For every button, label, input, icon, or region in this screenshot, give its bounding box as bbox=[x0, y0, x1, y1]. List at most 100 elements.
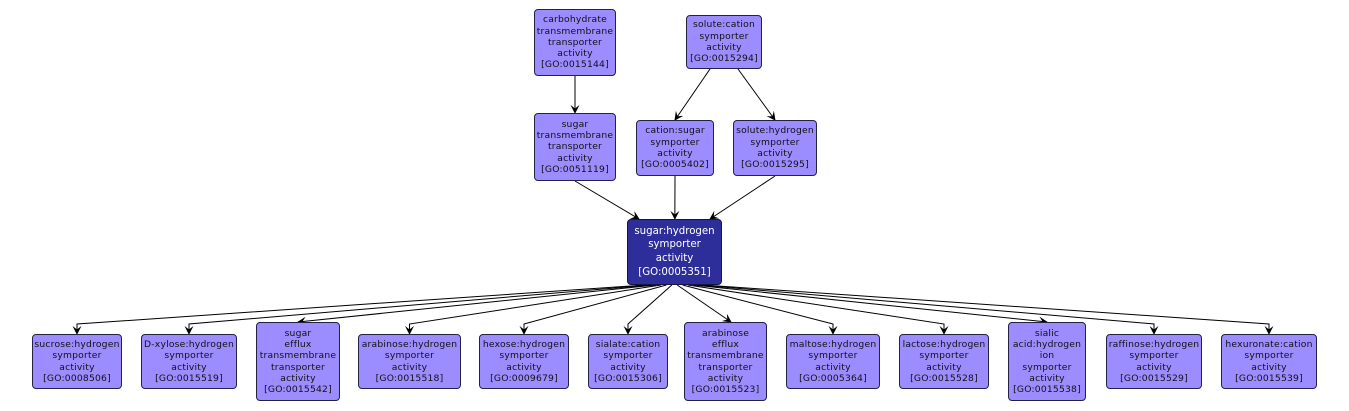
edge-arrow bbox=[519, 284, 667, 335]
go-term-id: [GO:0015306] bbox=[594, 372, 662, 384]
go-term-label-line: activity bbox=[557, 152, 593, 164]
go-term-label-line: transmembrane bbox=[259, 350, 337, 362]
edge-arrow bbox=[674, 68, 711, 121]
go-term-id: [GO:0051119] bbox=[541, 163, 609, 175]
go-term-label-line: activity bbox=[59, 361, 95, 373]
go-term-label-line: transporter bbox=[547, 141, 603, 153]
go-term-label-line: D-xylose:hydrogen bbox=[144, 338, 234, 350]
go-term-label-line: sugar:hydrogen bbox=[634, 225, 715, 237]
go-term-label-line: activity bbox=[506, 361, 542, 373]
edge-arrow bbox=[709, 175, 776, 220]
go-term-label-line: transporter bbox=[270, 361, 326, 373]
go-term-label-line: activity bbox=[657, 148, 693, 159]
go-term-id: [GO:0015295] bbox=[741, 159, 809, 171]
go-term-label-line: hexose:hydrogen bbox=[482, 338, 566, 350]
go-term-label-line: symporter bbox=[919, 350, 969, 362]
edge-arrow bbox=[184, 284, 651, 335]
go-term-label-line: symporter bbox=[603, 350, 653, 362]
go-term-label-line: efflux bbox=[711, 338, 740, 350]
go-term-label-line: activity bbox=[706, 42, 742, 53]
go-term-label-line: symporter bbox=[650, 136, 700, 148]
go-term-label-line: activity bbox=[280, 372, 316, 384]
go-term-id: [GO:0009679] bbox=[490, 372, 558, 384]
go-term-label-line: transporter bbox=[547, 36, 603, 48]
go-term-label-line: hexuronate:cation bbox=[1225, 338, 1313, 350]
edge-arrow bbox=[687, 284, 949, 335]
go-term-id: [GO:0015528] bbox=[910, 372, 978, 384]
go-term-label-line: cation:sugar bbox=[645, 125, 705, 137]
edge-arrow bbox=[72, 284, 646, 335]
go-term-label-line: symporter bbox=[1129, 350, 1179, 362]
go-term-id: [GO:0005402] bbox=[641, 159, 709, 171]
go-term-label-line: transmembrane bbox=[687, 350, 764, 362]
go-term-label-line: sialate:cation bbox=[595, 338, 661, 350]
go-term-label-line: symporter bbox=[699, 30, 749, 42]
edge-arrow bbox=[703, 284, 1274, 335]
edge-arrow bbox=[737, 68, 776, 121]
go-term-id: [GO:0015519] bbox=[155, 372, 223, 384]
edge-arrow bbox=[676, 284, 732, 323]
edge-arrow bbox=[698, 284, 1159, 335]
go-term-label-line: sucrose:hydrogen bbox=[34, 338, 120, 350]
go-term-label-line: activity bbox=[655, 253, 694, 264]
go-term-label-line: efflux bbox=[284, 338, 312, 350]
edge-arrow bbox=[574, 180, 640, 220]
go-term-label-line: symporter bbox=[648, 239, 701, 251]
go-term-label-line: maltose:hydrogen bbox=[789, 338, 877, 350]
go-term-label-line: symporter bbox=[1022, 361, 1072, 373]
go-term-label-line: activity bbox=[610, 361, 646, 373]
go-term-label-line: transporter bbox=[698, 361, 753, 373]
go-term-label-line: symporter bbox=[808, 350, 858, 362]
go-term-label-line: sugar bbox=[284, 327, 312, 339]
go-term-label-line: arabinose bbox=[701, 327, 750, 339]
go-term-node-focus[interactable]: sugar:hydrogen symporter activity [GO:00053… bbox=[627, 219, 722, 285]
go-term-id: [GO:0008506] bbox=[43, 372, 111, 384]
go-term-label-line: activity bbox=[815, 361, 851, 373]
go-term-label-line: activity bbox=[557, 48, 593, 60]
go-term-label-line: activity bbox=[926, 361, 962, 373]
go-term-label-line: symporter bbox=[164, 350, 214, 362]
go-term-label-line: arabinose:hydrogen bbox=[361, 338, 458, 350]
go-term-label-line: activity bbox=[1029, 372, 1065, 384]
go-term-label-line: transmembrane bbox=[536, 25, 614, 37]
go-term-label-line: solute:cation bbox=[692, 19, 755, 31]
go-term-id: [GO:0015523] bbox=[691, 384, 760, 396]
go-term-id: [GO:0015542] bbox=[264, 384, 332, 396]
go-term-id: [GO:0015294] bbox=[690, 53, 758, 65]
edge-arrow bbox=[693, 284, 1048, 326]
go-term-id: [GO:0015518] bbox=[375, 372, 444, 384]
go-term-label-line: sialic bbox=[1034, 327, 1060, 339]
go-term-label-line: symporter bbox=[384, 350, 435, 362]
go-term-label-line: carbohydrate bbox=[542, 14, 608, 26]
go-term-label-line: lactose:hydrogen bbox=[902, 338, 986, 350]
go-term-id: [GO:0005351] bbox=[638, 266, 711, 278]
go-term-label-line: activity bbox=[757, 148, 793, 159]
edge-arrow bbox=[405, 284, 662, 335]
go-term-label-line: transmembrane bbox=[536, 130, 614, 142]
go-term-label-line: activity bbox=[391, 361, 428, 373]
go-term-label-line: raffinose:hydrogen bbox=[1108, 338, 1200, 350]
go-term-label-line: activity bbox=[707, 372, 744, 384]
go-term-label-line: ion bbox=[1039, 350, 1055, 362]
edge-arrow bbox=[297, 284, 656, 326]
go-term-label-line: acid:hydrogen bbox=[1012, 338, 1082, 350]
go-term-label-line: sugar bbox=[561, 118, 589, 130]
